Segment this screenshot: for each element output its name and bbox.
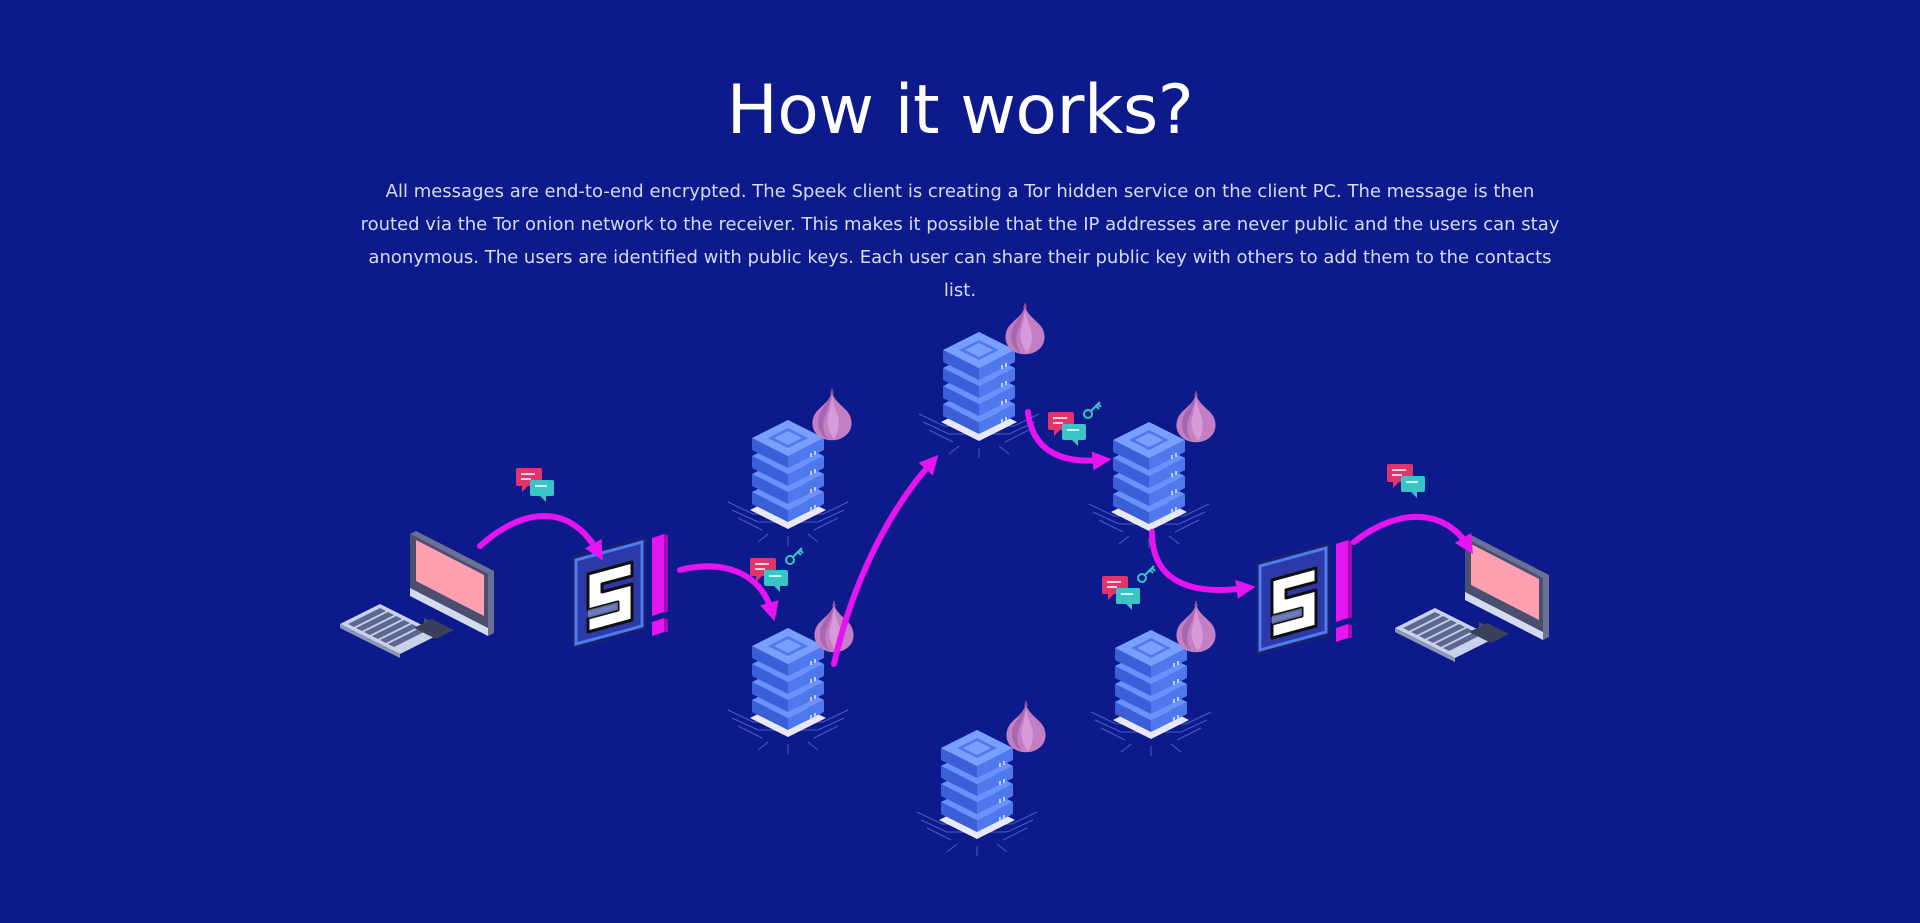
encrypted-message-icon [1102,566,1155,610]
arrow-client-to-computer [1351,513,1474,555]
encrypted-message-icon [1048,402,1101,446]
message-chat-icon [516,468,554,502]
receiver-computer-icon [1395,535,1549,662]
arrow-node-2-to-node-3 [831,454,939,667]
sender-speek-logo-icon [570,532,670,652]
receiver-speek-logo-icon [1254,538,1354,658]
message-chat-icon [1387,464,1425,498]
page-title: How it works? [726,71,1194,150]
arrow-client-to-node-2 [677,563,779,622]
tor-node-5-server-icon [1090,600,1216,757]
tor-node-3-server-icon [918,302,1045,459]
arrow-computer-to-client [477,513,603,561]
tor-node-4-server-icon [1088,390,1216,549]
page-description: All messages are end-to-end encrypted. T… [360,181,1560,301]
tor-node-1-server-icon [727,388,852,547]
arrow-node-4-to-client [1149,529,1256,599]
sender-computer-icon [340,531,494,658]
arrow-node-3-to-node-4 [1025,409,1112,471]
tor-node-2-server-icon [727,600,854,755]
tor-node-6-server-icon [916,700,1046,857]
